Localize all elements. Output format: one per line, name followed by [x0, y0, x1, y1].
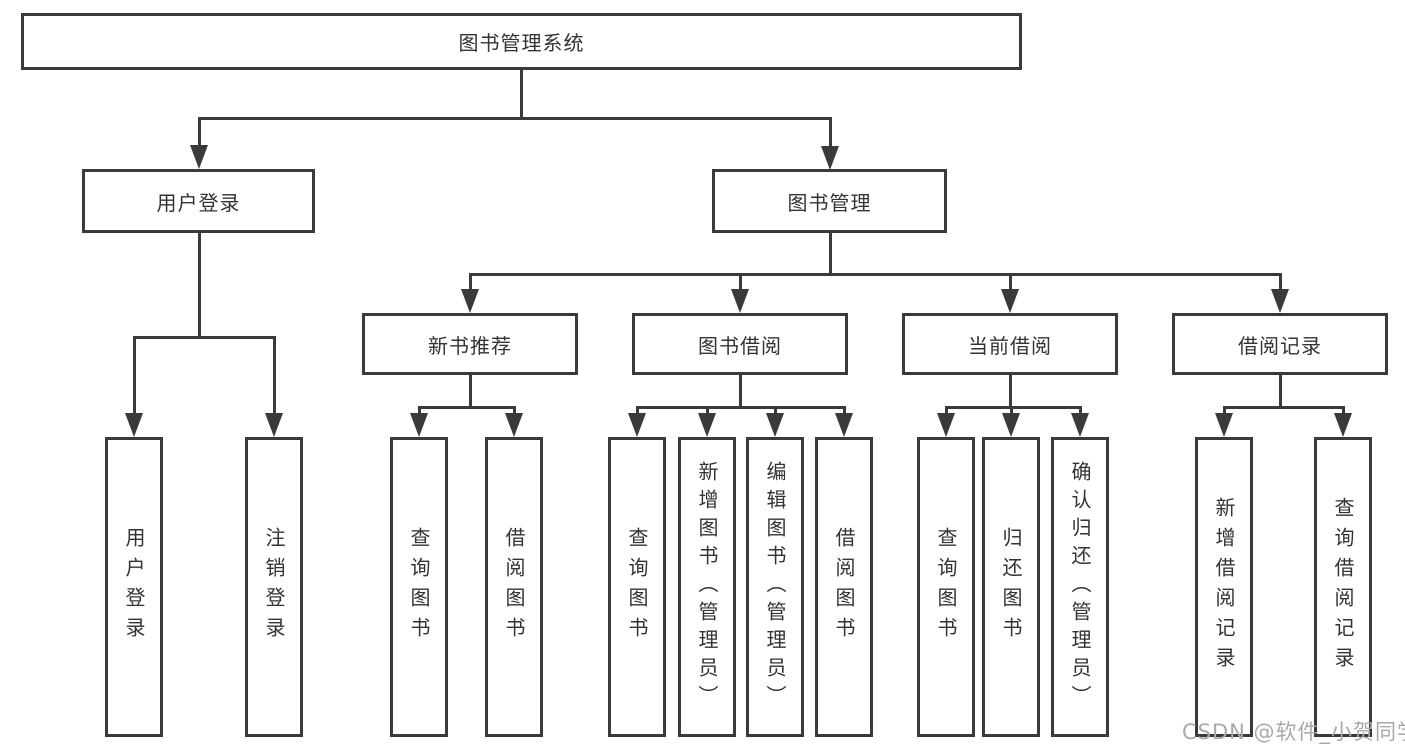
node-borrowing-records: 借阅记录 — [1172, 313, 1388, 375]
leaf-return-books-label: 归还图书 — [999, 527, 1023, 647]
connector-line — [1223, 406, 1345, 409]
leaf-query-books-recommend-label: 查询图书 — [407, 527, 431, 647]
connector-line — [418, 406, 421, 415]
arrow-down-icon — [731, 289, 749, 313]
connector-line — [945, 406, 948, 415]
node-current-borrowing: 当前借阅 — [902, 313, 1118, 375]
node-root: 图书管理系统 — [21, 13, 1022, 70]
connector-line — [739, 375, 742, 406]
leaf-add-book-admin: 新增图书（管理员） — [678, 437, 736, 737]
arrow-down-icon — [766, 413, 784, 437]
leaf-query-borrow-record: 查询借阅记录 — [1314, 437, 1372, 737]
node-new-book-recommend: 新书推荐 — [362, 313, 578, 375]
connector-line — [469, 375, 472, 406]
connector-line — [739, 273, 742, 291]
leaf-return-books: 归还图书 — [982, 437, 1040, 737]
arrow-down-icon — [1001, 289, 1019, 313]
node-current-borrowing-label: 当前借阅 — [968, 333, 1052, 358]
arrow-down-icon — [628, 413, 646, 437]
leaf-query-books-current: 查询图书 — [917, 437, 975, 737]
node-book-management: 图书管理 — [712, 169, 947, 233]
connector-line — [636, 406, 846, 409]
connector-line — [469, 273, 1282, 276]
arrow-down-icon — [505, 413, 523, 437]
connector-line — [1279, 273, 1282, 291]
connector-line — [418, 406, 516, 409]
arrow-down-icon — [698, 413, 716, 437]
arrow-down-icon — [410, 413, 428, 437]
connector-line — [829, 233, 832, 273]
connector-line — [829, 117, 832, 148]
arrow-down-icon — [461, 289, 479, 313]
leaf-borrow-books-recommend-label: 借阅图书 — [502, 527, 526, 647]
arrow-down-icon — [1071, 413, 1089, 437]
node-root-label: 图书管理系统 — [458, 31, 585, 55]
connector-line — [513, 406, 516, 415]
connector-line — [1009, 375, 1012, 406]
arrow-down-icon — [125, 413, 143, 437]
connector-line — [273, 336, 276, 415]
leaf-query-books-current-label: 查询图书 — [934, 527, 958, 647]
node-book-borrowing: 图书借阅 — [632, 313, 848, 375]
leaf-borrow-books-recommend: 借阅图书 — [485, 437, 543, 737]
leaf-add-borrow-record: 新增借阅记录 — [1195, 437, 1253, 737]
connector-line — [133, 336, 136, 415]
connector-line — [945, 406, 1082, 409]
watermark-text: CSDN @软件_小贺同学 — [1182, 720, 1405, 744]
connector-line — [1010, 406, 1013, 415]
leaf-add-book-admin-label: 新增图书（管理员） — [695, 461, 719, 713]
node-new-book-recommend-label: 新书推荐 — [428, 333, 512, 358]
arrow-down-icon — [265, 413, 283, 437]
leaf-confirm-return-admin: 确认归还（管理员） — [1051, 437, 1109, 737]
leaf-user-login: 用户登录 — [105, 437, 163, 737]
leaf-user-login-label: 用户登录 — [122, 527, 146, 647]
leaf-confirm-return-admin-label: 确认归还（管理员） — [1068, 461, 1092, 713]
arrow-down-icon — [190, 145, 208, 169]
connector-line — [469, 273, 472, 291]
arrow-down-icon — [1002, 413, 1020, 437]
connector-line — [706, 406, 709, 415]
arrow-down-icon — [835, 413, 853, 437]
node-user-login: 用户登录 — [82, 169, 315, 233]
arrow-down-icon — [1334, 413, 1352, 437]
connector-line — [1342, 406, 1345, 415]
connector-line — [1223, 406, 1226, 415]
connector-line — [1279, 375, 1282, 406]
leaf-query-borrow-record-label: 查询借阅记录 — [1331, 497, 1355, 677]
node-borrowing-records-label: 借阅记录 — [1238, 333, 1322, 358]
node-book-borrowing-label: 图书借阅 — [698, 333, 782, 358]
leaf-logout: 注销登录 — [245, 437, 303, 737]
node-book-management-label: 图书管理 — [787, 190, 872, 215]
arrow-down-icon — [1215, 413, 1233, 437]
arrow-down-icon — [1271, 289, 1289, 313]
node-user-login-label: 用户登录 — [156, 190, 241, 215]
arrow-down-icon — [821, 146, 839, 170]
connector-line — [198, 117, 201, 147]
connector-line — [133, 336, 276, 339]
leaf-borrow-books-borrowing-label: 借阅图书 — [832, 527, 856, 647]
connector-line — [198, 233, 201, 336]
leaf-logout-label: 注销登录 — [262, 527, 286, 647]
leaf-edit-book-admin-label: 编辑图书（管理员） — [763, 461, 787, 713]
connector-line — [198, 117, 832, 120]
leaf-query-books-borrowing-label: 查询图书 — [625, 527, 649, 647]
leaf-query-books-recommend: 查询图书 — [390, 437, 448, 737]
leaf-add-borrow-record-label: 新增借阅记录 — [1212, 497, 1236, 677]
leaf-query-books-borrowing: 查询图书 — [608, 437, 666, 737]
connector-line — [774, 406, 777, 415]
connector-line — [843, 406, 846, 415]
connector-line — [520, 70, 523, 117]
connector-line — [636, 406, 639, 415]
connector-line — [1009, 273, 1012, 291]
connector-line — [1079, 406, 1082, 415]
leaf-edit-book-admin: 编辑图书（管理员） — [746, 437, 804, 737]
arrow-down-icon — [937, 413, 955, 437]
leaf-borrow-books-borrowing: 借阅图书 — [815, 437, 873, 737]
